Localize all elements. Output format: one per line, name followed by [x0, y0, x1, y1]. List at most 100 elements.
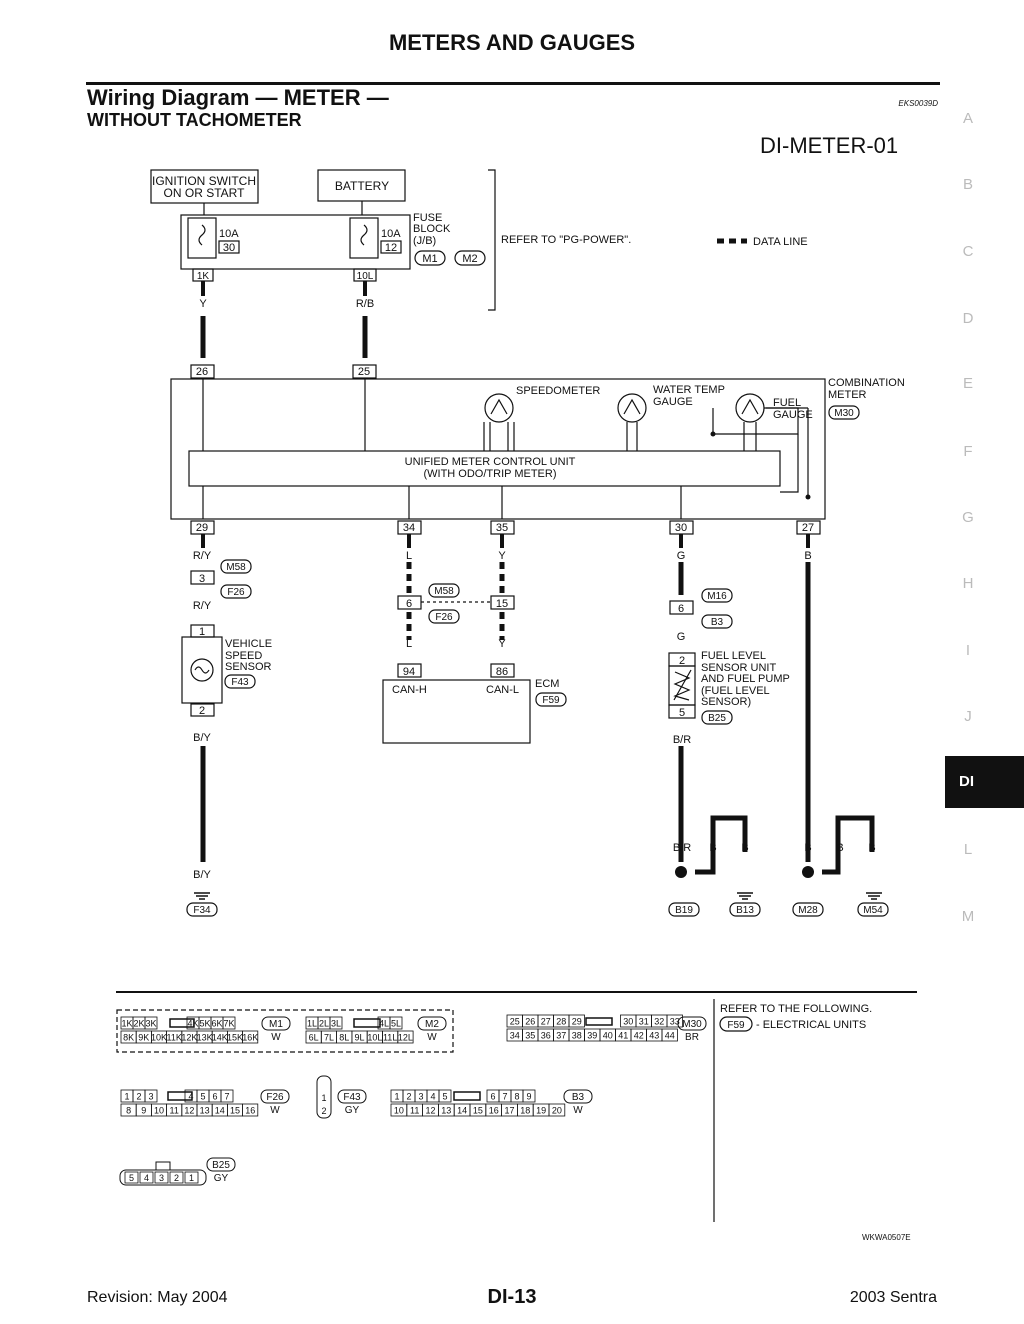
pin-25: 25: [358, 366, 370, 378]
m30-pin: 41: [618, 1031, 628, 1041]
tab-b[interactable]: B: [962, 176, 973, 193]
can-h-label: CAN-H: [392, 684, 427, 696]
wire-g-fuel: G: [677, 631, 686, 643]
combination-meter-label-1: COMBINATION: [828, 377, 905, 389]
vss-label-1: VEHICLE: [225, 638, 272, 650]
b25-color: GY: [214, 1173, 229, 1184]
wire-l-can: L: [406, 638, 412, 650]
control-unit-label-2: (WITH ODO/TRIP METER): [423, 468, 556, 480]
wire-by-vss: B/Y: [193, 732, 211, 744]
ground-m28: M28: [798, 905, 818, 916]
f26-pin: 12: [184, 1106, 194, 1116]
ecm-box: [382, 679, 531, 744]
ground-wire-b3: B: [804, 842, 811, 854]
tab-l[interactable]: L: [963, 841, 973, 858]
b3-pin: 18: [520, 1106, 530, 1116]
f26-pin: 1: [124, 1092, 129, 1102]
b3-pin: 9: [526, 1092, 531, 1102]
fuel-sensor-label-2: SENSOR UNIT: [701, 662, 776, 674]
m2-pin: 11L: [383, 1033, 397, 1043]
fuse2-num: 12: [385, 242, 397, 254]
b25-pin: 1: [189, 1173, 194, 1183]
tab-d[interactable]: D: [962, 310, 974, 327]
vss-box: [181, 636, 223, 704]
f26-pin: 8: [126, 1106, 131, 1116]
tab-di-active[interactable]: DI: [945, 756, 1024, 808]
doc-code: EKS0039D: [898, 99, 938, 108]
fuse2-conn: 10L: [357, 271, 374, 282]
ground-wire-br: B/R: [673, 842, 691, 854]
wire-br-fuel: B/R: [673, 734, 691, 746]
can-joint-conn-1: M58: [434, 586, 454, 597]
ground-b13: B13: [736, 905, 754, 916]
b3-color: W: [573, 1105, 583, 1116]
section-title: Wiring Diagram — METER —: [87, 85, 389, 110]
m2-color: W: [427, 1032, 437, 1043]
m30-pin: 32: [654, 1017, 664, 1027]
f26-pin: 6: [212, 1092, 217, 1102]
ignition-switch-sub: ON OR START: [164, 186, 246, 200]
b3-pin: 2: [406, 1092, 411, 1102]
b25-pin: 3: [159, 1173, 164, 1183]
f43-pin: 2: [321, 1106, 326, 1116]
tab-c[interactable]: C: [962, 243, 974, 260]
tab-i[interactable]: I: [965, 642, 971, 659]
m1-pin: 7K: [223, 1019, 234, 1029]
m30-pin: 25: [510, 1017, 520, 1027]
ground-f34: F34: [193, 905, 211, 916]
b3-pin: 4: [430, 1092, 435, 1102]
fuse-block-label-2: BLOCK: [413, 223, 451, 235]
vss-label-2: SPEED: [225, 650, 262, 662]
m1-pin: 14K: [212, 1033, 228, 1043]
m30-pin: 33: [670, 1017, 680, 1027]
wire-y: Y: [199, 298, 207, 310]
fuse-block-label-1: FUSE: [413, 212, 442, 224]
b3-pin: 19: [536, 1106, 546, 1116]
b3-pin: 3: [418, 1092, 423, 1102]
m2-pin: 1L: [307, 1019, 317, 1029]
m2-pin: 10L: [367, 1033, 382, 1043]
ground-wire-b1: B: [709, 842, 716, 854]
tab-m[interactable]: M: [961, 908, 975, 925]
tab-h[interactable]: H: [962, 575, 974, 592]
diagram-id: DI-METER-01: [760, 133, 899, 158]
m30-pin: 34: [510, 1031, 520, 1041]
vss-joint-pin: 3: [199, 573, 205, 585]
m1-color: W: [271, 1032, 281, 1043]
m2-pin: 3L: [331, 1019, 341, 1029]
m30-conn-id: M30: [682, 1019, 702, 1030]
fuse-conn-m2: M2: [462, 253, 477, 265]
can-joint-pin-6: 6: [406, 598, 412, 610]
tab-a[interactable]: A: [962, 110, 973, 127]
fuel-sensor-box: [668, 665, 696, 706]
ground-wire-b4: B: [836, 842, 843, 854]
m1-pin: 16K: [242, 1033, 258, 1043]
tab-j[interactable]: J: [964, 708, 972, 725]
m30-pin: 39: [587, 1031, 597, 1041]
tab-f[interactable]: F: [963, 443, 973, 460]
m30-pin: 38: [572, 1031, 582, 1041]
m1-pin: 6K: [211, 1019, 222, 1029]
fuel-sensor-pin-5: 5: [679, 707, 685, 719]
refer-pg-power: REFER TO "PG-POWER".: [501, 234, 631, 246]
vss-label-3: SENSOR: [225, 661, 272, 673]
data-line-legend: DATA LINE: [753, 236, 808, 248]
b3-pin: 8: [514, 1092, 519, 1102]
f26-pin: 16: [245, 1106, 255, 1116]
pin-35: 35: [496, 522, 508, 534]
tab-e[interactable]: E: [962, 375, 973, 392]
m2-pin: 12L: [398, 1033, 413, 1043]
tab-g[interactable]: G: [962, 509, 974, 526]
m2-pin: 9L: [355, 1033, 365, 1043]
combination-meter-box: [170, 378, 826, 520]
ecm-pin-86: 86: [496, 666, 508, 678]
f26-pin: 9: [141, 1106, 146, 1116]
b3-pin: 13: [441, 1106, 451, 1116]
f43-color: GY: [345, 1105, 360, 1116]
wire-y-can: Y: [498, 638, 506, 650]
b3-pin: 11: [410, 1106, 419, 1116]
fuse-block-label-3: (J/B): [413, 235, 436, 247]
m30-pin: 26: [525, 1017, 535, 1027]
pin-27: 27: [802, 522, 814, 534]
